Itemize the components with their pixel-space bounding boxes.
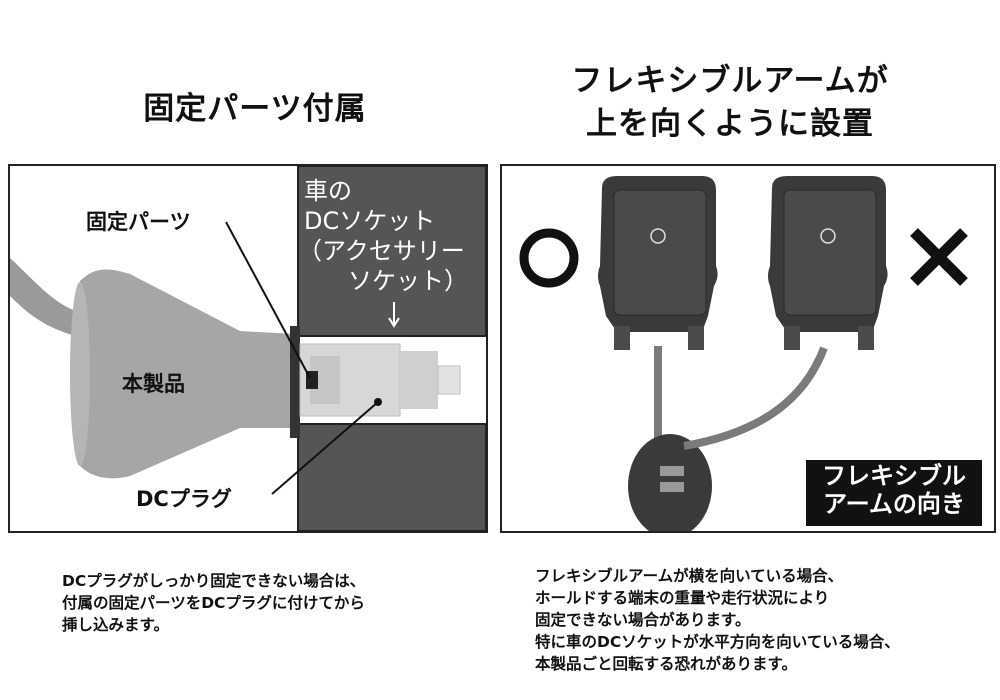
product-end [70,282,90,466]
socket-label-line3: （アクセサリー [298,237,465,265]
socket-arrowhead [388,317,400,328]
wrong-cross-icon-b [910,228,968,286]
leader-dc-plug [271,401,379,495]
socket-lower-block [297,423,486,531]
right-note-line: ホールドする端末の重量や走行状況により [535,589,830,607]
label-dc-plug: DCプラグ [136,487,232,511]
right-title-line1: フレキシブルアームが [571,63,889,99]
socket-label-line4: ソケット） [348,267,468,295]
left-note-line: 付属の固定パーツをDCプラグに付けてから [62,594,365,612]
right-note-line: 特に車のDCソケットが水平方向を向いている場合、 [535,633,900,651]
left-note-line: DCプラグがしっかり固定できない場合は、 [62,572,366,590]
cable [10,258,85,338]
right-title-line2: 上を向くように設置 [586,106,874,142]
flexible-arm-badge-line1: フレキシブル [822,462,966,490]
dc-plug-front [400,351,438,409]
socket-upper-block [297,166,486,337]
left-note-line: 挿し込みます。 [62,616,169,634]
flexible-arm-badge: フレキシブル アームの向き [806,460,982,526]
left-diagram-panel [8,164,488,533]
socket-label-line2: DCソケット [304,207,436,235]
leader-dc-plug-dot [374,398,382,406]
holder-correct [598,176,718,531]
leader-fixing-part [225,221,311,379]
left-note: DCプラグがしっかり固定できない場合は、 付属の固定パーツをDCプラグに付けてか… [62,570,365,636]
product-body [80,269,295,479]
plug-socket-diagram [10,166,486,531]
right-note: フレキシブルアームが横を向いている場合、 ホールドする端末の重量や走行状況により… [535,565,900,675]
right-note-line: 本製品ごと回転する恐れがあります。 [535,655,797,673]
label-fixing-part: 固定パーツ [86,210,191,234]
right-note-line: 固定できない場合があります。 [535,611,751,629]
flexible-arm-badge-line2: アームの向き [823,490,965,518]
holder-orientation-diagram [519,176,968,531]
holder-wrong [683,176,888,450]
label-product: 本製品 [122,372,185,396]
dc-plug-pin [437,365,461,395]
socket-label-line1: 車の [304,177,352,205]
correct-circle-icon [519,228,579,288]
right-note-line: フレキシブルアームが横を向いている場合、 [535,567,844,585]
left-title: 固定パーツ付属 [143,91,367,127]
fixing-part [290,326,300,438]
